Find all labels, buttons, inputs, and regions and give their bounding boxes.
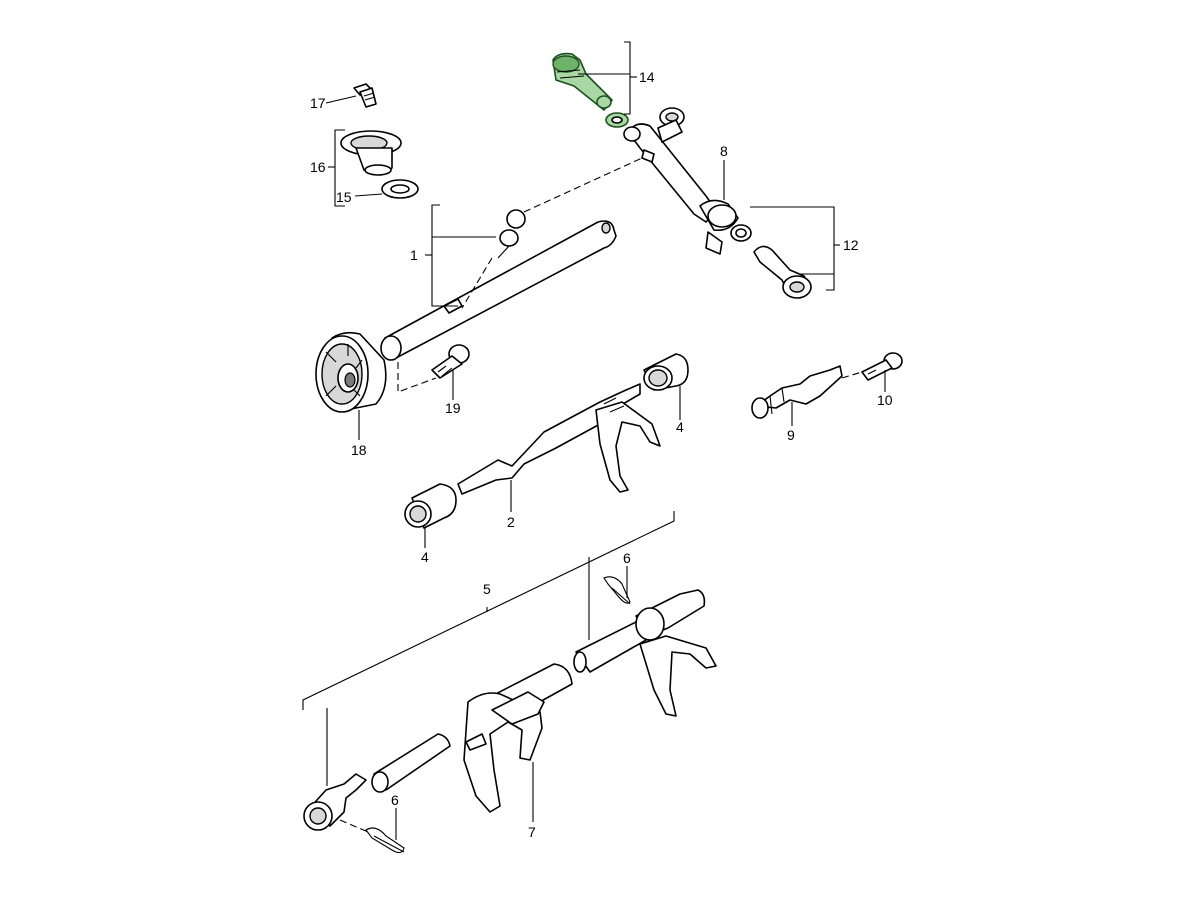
part-17-bolt[interactable] [353, 83, 377, 108]
callout-15: 15 [336, 189, 352, 205]
part-15-washer[interactable] [381, 179, 419, 199]
part-2-shift-rail-fork[interactable] [457, 383, 661, 495]
part-9-lever[interactable] [751, 365, 843, 419]
part-12-plunger[interactable] [730, 224, 812, 299]
callout-5: 5 [483, 581, 491, 597]
callout-8: 8 [720, 143, 728, 159]
part-8-linkage-arm[interactable] [623, 107, 739, 255]
callout-19: 19 [445, 400, 461, 416]
callout-14: 14 [639, 69, 655, 85]
part-4-bushing-upper[interactable] [643, 353, 689, 391]
part-5-shift-shaft[interactable] [371, 589, 717, 813]
callout-2: 2 [507, 514, 515, 530]
callout-labels: 17 16 15 14 8 12 1 18 19 10 9 4 2 4 5 6 … [310, 69, 893, 840]
callout-17: 17 [310, 95, 326, 111]
callout-12: 12 [843, 237, 859, 253]
callout-4-lower: 4 [421, 549, 429, 565]
callout-4-upper: 4 [676, 419, 684, 435]
part-19-bolt[interactable] [431, 344, 470, 379]
callout-1: 1 [410, 247, 418, 263]
callout-6-upper: 6 [623, 550, 631, 566]
part-10-bolt[interactable] [861, 352, 903, 381]
callout-6-lower: 6 [391, 792, 399, 808]
part-18-detent-wheel[interactable] [315, 331, 387, 413]
part-4-bushing-lower[interactable] [404, 483, 457, 529]
callout-18: 18 [351, 442, 367, 458]
part-6-clip-upper[interactable] [603, 576, 631, 605]
callout-7: 7 [528, 824, 536, 840]
part-end-cap[interactable] [303, 773, 367, 831]
callout-16: 16 [310, 159, 326, 175]
leader-lines [302, 41, 886, 840]
part-6-clip-lower[interactable] [365, 827, 405, 854]
part-1-selector-shaft[interactable] [380, 209, 617, 361]
part-16-bearing-cup[interactable] [340, 130, 402, 176]
callout-10: 10 [877, 392, 893, 408]
callout-9: 9 [787, 427, 795, 443]
part-14-plunger[interactable] [552, 52, 629, 128]
